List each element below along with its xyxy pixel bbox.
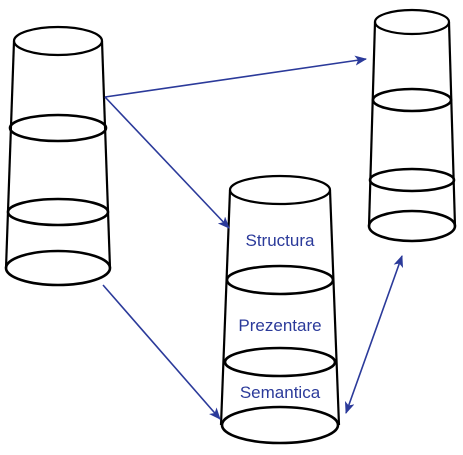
layer-label-prezentare: Prezentare [238, 316, 321, 335]
layer-label-structura: Structura [246, 231, 316, 250]
arrow-left-to-right-cup [104, 55, 367, 98]
bottom-cup-right-side [328, 189, 341, 426]
right-cup-divider-1 [371, 87, 453, 113]
bottom-cup-divider-2 [223, 346, 337, 378]
bottom-cup: Structura Prezentare Semantica [219, 174, 341, 445]
right-cup-top-rim [373, 8, 451, 36]
left-cup [4, 25, 112, 287]
right-cup-right-side [447, 21, 457, 227]
layer-label-semantica: Semantica [240, 383, 321, 402]
left-cup-left-side [4, 40, 16, 269]
left-cup-top-rim [12, 25, 104, 57]
right-cup-divider-2 [368, 167, 456, 193]
bottom-cup-left-side [219, 189, 232, 426]
bottom-cup-top-rim [228, 174, 332, 206]
right-cup-bottom-rim [367, 209, 457, 243]
bottom-cup-bottom-rim [220, 405, 340, 445]
bottom-cup-divider-1 [225, 264, 335, 296]
left-cup-right-side [100, 40, 112, 269]
right-cup-left-side [367, 21, 377, 227]
arrows [102, 55, 404, 420]
left-cup-divider-2 [6, 197, 110, 227]
left-cup-divider-1 [8, 113, 108, 143]
left-cup-bottom-rim [4, 249, 112, 287]
right-cup [367, 8, 457, 243]
arrow-left-to-semantica [102, 284, 221, 420]
arrow-right-cup-semantica-double [344, 255, 404, 414]
arrow-left-to-structura [104, 96, 230, 229]
